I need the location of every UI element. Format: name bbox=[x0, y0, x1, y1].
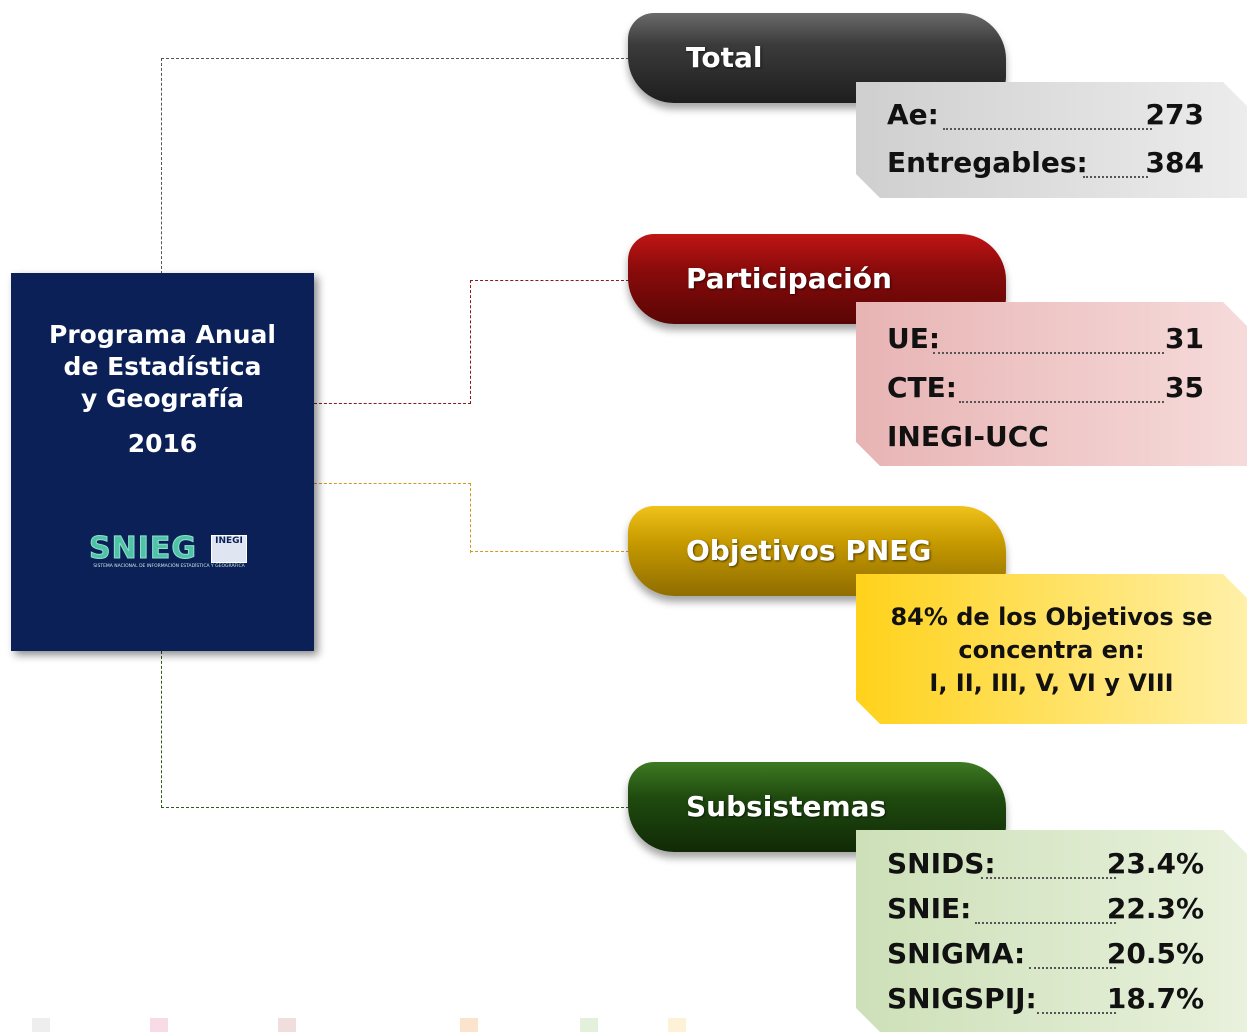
row-cte: CTE: 35 bbox=[887, 371, 1204, 411]
objetivos-text: 84% de los Objetivos se concentra en: I,… bbox=[876, 601, 1227, 700]
book-title-line-1: Programa Anual bbox=[49, 320, 276, 349]
strip-block bbox=[278, 1018, 296, 1032]
dotted-leader bbox=[975, 922, 1116, 924]
box-total: Ae: 273 Entregables: 384 bbox=[856, 82, 1247, 198]
row-label: SNIE: bbox=[887, 892, 972, 925]
header-total: Total bbox=[628, 13, 1006, 103]
dotted-leader bbox=[1037, 1012, 1116, 1014]
box-objetivos: 84% de los Objetivos se concentra en: I,… bbox=[856, 574, 1247, 724]
row-label: CTE: bbox=[887, 371, 957, 404]
dotted-leader bbox=[959, 401, 1164, 403]
box-participacion: UE: 31 CTE: 35 INEGI-UCC bbox=[856, 302, 1247, 466]
dotted-leader bbox=[1029, 967, 1116, 969]
inegi-badge: INEGI bbox=[211, 535, 247, 563]
header-subsistemas: Subsistemas bbox=[628, 762, 1006, 852]
strip-block bbox=[150, 1018, 168, 1032]
book-title-line-3: y Geografía bbox=[80, 384, 245, 413]
dotted-leader bbox=[1083, 176, 1148, 178]
dotted-leader bbox=[981, 877, 1116, 879]
row-snids: SNIDS: 23.4% bbox=[887, 847, 1204, 887]
row-value: 20.5% bbox=[1106, 937, 1204, 970]
objetivos-line-2: concentra en: bbox=[958, 636, 1145, 664]
strip-block bbox=[460, 1018, 478, 1032]
connector-objetivos-b bbox=[470, 551, 629, 553]
connector-participacion-a bbox=[314, 280, 471, 404]
dotted-leader bbox=[933, 352, 1164, 354]
snieg-logo-subtitle: SISTEMA NACIONAL DE INFORMACIÓN ESTADÍST… bbox=[93, 564, 245, 569]
snieg-logo-text: SNIEG bbox=[89, 531, 197, 567]
row-value: 31 bbox=[1165, 322, 1204, 355]
connector-objetivos-a bbox=[314, 483, 471, 553]
snieg-logo: SNIEG INEGI SISTEMA NACIONAL DE INFORMAC… bbox=[89, 531, 249, 571]
row-label: INEGI-UCC bbox=[887, 420, 1049, 453]
objetivos-line-3: I, II, III, V, VI y VIII bbox=[929, 669, 1174, 697]
row-value: 22.3% bbox=[1106, 892, 1204, 925]
connector-subsistemas bbox=[161, 651, 629, 808]
strip-block bbox=[32, 1018, 50, 1032]
row-value: 23.4% bbox=[1106, 847, 1204, 880]
row-value: 273 bbox=[1145, 98, 1204, 131]
header-total-label: Total bbox=[686, 41, 763, 74]
program-book-cover: Programa Anual de Estadística y Geografí… bbox=[11, 273, 314, 651]
connector-total bbox=[161, 58, 629, 274]
row-snigma: SNIGMA: 20.5% bbox=[887, 937, 1204, 977]
row-label: Ae: bbox=[887, 98, 939, 131]
connector-participacion-b bbox=[470, 280, 629, 282]
row-label: UE: bbox=[887, 322, 941, 355]
row-ue: UE: 31 bbox=[887, 322, 1204, 362]
box-subsistemas: SNIDS: 23.4% SNIE: 22.3% SNIGMA: 20.5% S… bbox=[856, 830, 1247, 1032]
strip-block bbox=[668, 1018, 686, 1032]
row-value: 384 bbox=[1145, 146, 1204, 179]
header-participacion-label: Participación bbox=[686, 262, 892, 295]
row-label: Entregables: bbox=[887, 146, 1088, 179]
row-label: SNIGMA: bbox=[887, 937, 1026, 970]
row-label: SNIDS: bbox=[887, 847, 996, 880]
header-subsistemas-label: Subsistemas bbox=[686, 790, 887, 823]
book-title-line-2: de Estadística bbox=[63, 352, 262, 381]
book-title: Programa Anual de Estadística y Geografí… bbox=[11, 319, 314, 415]
row-ae: Ae: 273 bbox=[887, 98, 1204, 138]
book-year: 2016 bbox=[127, 429, 198, 458]
row-entregables: Entregables: 384 bbox=[887, 146, 1204, 186]
row-snie: SNIE: 22.3% bbox=[887, 892, 1204, 932]
row-inegi-ucc: INEGI-UCC bbox=[887, 420, 1204, 460]
row-value: 18.7% bbox=[1106, 982, 1204, 1015]
row-value: 35 bbox=[1165, 371, 1204, 404]
objetivos-line-1: 84% de los Objetivos se bbox=[890, 603, 1213, 631]
row-snigspij: SNIGSPIJ: 18.7% bbox=[887, 982, 1204, 1022]
header-objetivos-label: Objetivos PNEG bbox=[686, 534, 932, 567]
row-label: SNIGSPIJ: bbox=[887, 982, 1037, 1015]
strip-block bbox=[580, 1018, 598, 1032]
dotted-leader bbox=[943, 128, 1152, 130]
